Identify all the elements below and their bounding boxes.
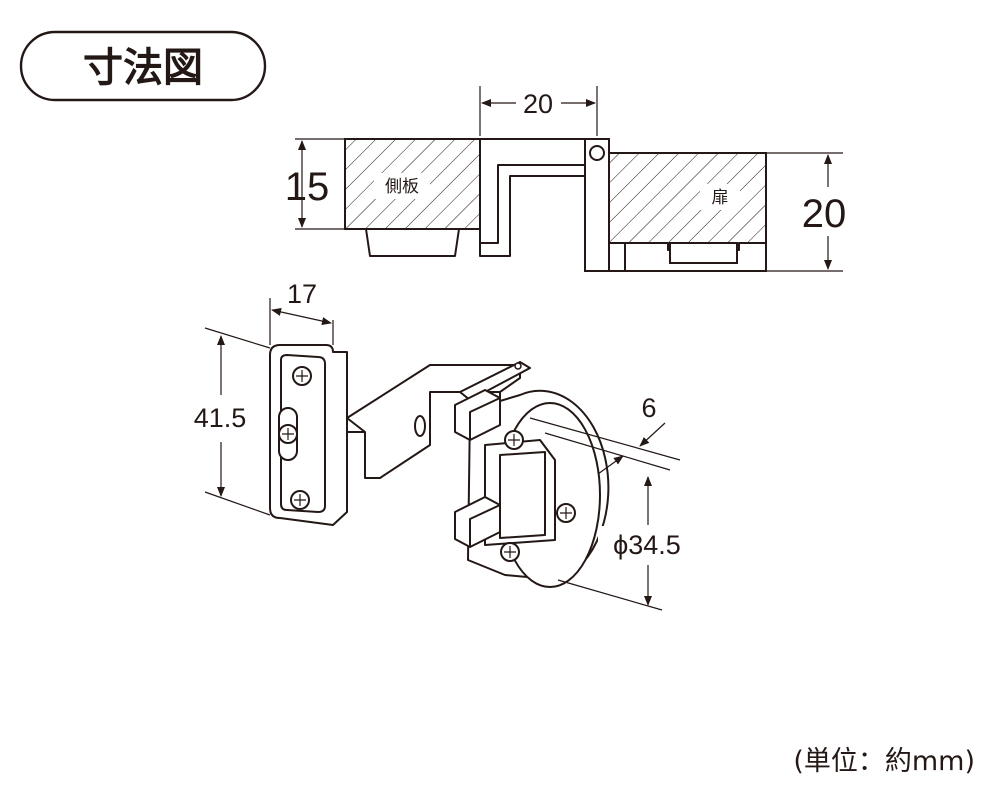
side-mount-block bbox=[365, 228, 460, 257]
cup-diameter-dimension: ϕ34.5 bbox=[613, 530, 681, 560]
page-title: 寸法図 bbox=[83, 45, 203, 91]
title-badge: 寸法図 bbox=[19, 30, 267, 102]
plate-screw-icon bbox=[278, 424, 298, 444]
gap-dimension: 20 bbox=[523, 89, 553, 119]
plate-width-dimension: 17 bbox=[287, 279, 317, 309]
plate-height-dimension: 41.5 bbox=[194, 403, 247, 433]
cup-screw-icon bbox=[500, 542, 520, 562]
section-view: 側板 扉 20 15 20 bbox=[285, 86, 847, 272]
door-thickness: 20 bbox=[802, 192, 847, 236]
hinge-view: 17 41.5 6 ϕ34.5 bbox=[194, 279, 696, 611]
door-label: 扉 bbox=[712, 188, 729, 208]
plate-screw-icon bbox=[292, 366, 312, 386]
side-panel-label: 側板 bbox=[385, 177, 419, 197]
hinge-arm-section bbox=[479, 138, 585, 244]
cup-screw-icon bbox=[504, 430, 524, 450]
plate-screw-icon bbox=[290, 490, 310, 510]
side-panel-thickness: 15 bbox=[285, 165, 330, 209]
cup-depth-dimension: 6 bbox=[641, 393, 656, 423]
cup-screw-icon bbox=[556, 503, 576, 523]
hinge-mount-plate bbox=[269, 344, 348, 526]
unit-note: (単位：約mm) bbox=[793, 746, 975, 777]
